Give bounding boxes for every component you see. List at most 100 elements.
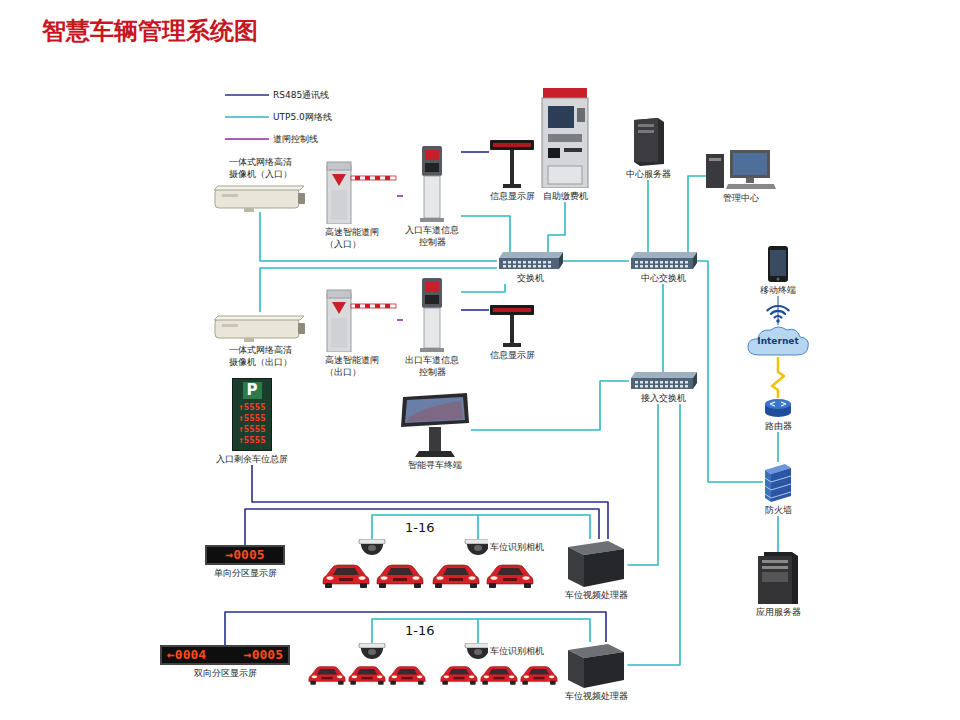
switch-icon	[629, 372, 697, 390]
icon-part	[474, 649, 482, 655]
network-line	[697, 261, 763, 482]
icon-part	[665, 261, 668, 264]
ctrl-icon	[419, 278, 445, 352]
kiosk-icon	[540, 88, 590, 188]
icon-part	[655, 265, 658, 268]
gate-icon	[325, 160, 397, 224]
network-line	[772, 357, 784, 398]
icon-part	[645, 381, 648, 384]
icon-part	[377, 565, 423, 588]
icon-part	[660, 265, 663, 268]
dome-cameras	[350, 643, 488, 661]
bay-cameras: 车位识别相机	[350, 539, 544, 557]
icon-part	[490, 140, 534, 150]
legend-sample	[225, 114, 269, 120]
device-caption: 管理中心	[723, 192, 759, 204]
icon-part	[533, 261, 536, 264]
camera-icon	[214, 182, 306, 212]
icon-part	[670, 381, 673, 384]
icon-part	[584, 652, 624, 688]
icon-part	[244, 338, 254, 342]
icon-part	[543, 265, 546, 268]
video-processor: 车位视频处理器	[565, 539, 628, 601]
parking-sign: P	[243, 382, 262, 399]
icon-part	[770, 402, 786, 406]
icon-part	[640, 385, 643, 388]
icon-part	[244, 208, 254, 212]
icon-part	[538, 265, 541, 268]
network-line	[260, 212, 497, 261]
icon-part	[441, 667, 477, 685]
network-switch: 交换机	[497, 252, 563, 284]
car-finder: 智能寻车终端	[399, 393, 471, 471]
icon-part	[559, 252, 563, 269]
icon-part	[389, 667, 425, 685]
rs485-line	[252, 465, 608, 539]
icon-part	[385, 304, 390, 308]
icon-part	[746, 178, 754, 183]
vacancy-screen: P↑5555↑5555↑5555↑5555入口剩余车位总屏	[216, 378, 288, 465]
central-switch: 中心交换机	[629, 252, 697, 284]
network-line	[777, 432, 779, 462]
icon-part	[420, 218, 444, 222]
icon-part	[660, 381, 663, 384]
led-screen: P↑5555↑5555↑5555↑5555	[232, 378, 272, 451]
icon-part	[631, 378, 693, 389]
device-caption: 车位识别相机	[490, 645, 544, 657]
icon-part	[548, 166, 582, 184]
icon-part	[332, 302, 346, 314]
icon-part	[355, 176, 360, 180]
internet-cloud: Internet	[745, 325, 811, 357]
device-caption: 入口车道信息 控制器	[403, 224, 461, 248]
rs485-line	[225, 612, 606, 645]
device-caption: 信息显示屏	[490, 349, 535, 361]
device-caption: 交换机	[517, 272, 544, 284]
icon-part	[640, 261, 643, 264]
led-count: →0005	[244, 647, 283, 663]
icon-part	[503, 343, 521, 347]
icon-part	[510, 150, 514, 184]
icon-part	[631, 252, 697, 258]
mobile-terminal: 移动终端	[760, 246, 796, 296]
icon-part	[490, 305, 534, 315]
device-caption: 双向分区显示屏	[194, 667, 257, 679]
pc-icon	[706, 148, 776, 190]
icon-part	[425, 150, 439, 160]
icon-part	[521, 667, 557, 685]
icon-part	[693, 372, 697, 389]
device-caption: 单向分区显示屏	[214, 567, 277, 579]
cloud-shape: Internet	[745, 325, 811, 357]
device-caption: 移动终端	[760, 284, 796, 296]
icon-part	[675, 381, 678, 384]
device-caption: 中心服务器	[626, 168, 671, 180]
icon-part	[467, 544, 488, 555]
icon-part	[542, 98, 588, 188]
icon-part	[640, 381, 643, 384]
icon-part	[765, 476, 791, 498]
icon-part	[499, 258, 559, 269]
icon-part	[670, 385, 673, 388]
icon-part	[706, 154, 724, 188]
device-caption: 出口车道信息 控制器	[403, 354, 461, 378]
icon-part	[375, 176, 380, 180]
rs485-line	[461, 309, 489, 311]
legend-sample	[225, 136, 269, 142]
icon-part	[665, 385, 668, 388]
led-count: ↑5555	[238, 424, 265, 435]
icon-part	[640, 265, 643, 268]
icon-part	[650, 385, 653, 388]
icon-part	[675, 265, 678, 268]
firewall-icon	[763, 462, 793, 502]
icon-part	[327, 290, 351, 298]
device-caption: 高速智能道闸 （出口）	[325, 354, 383, 378]
icon-part	[327, 162, 351, 170]
icon-part	[548, 265, 551, 268]
icon-part	[733, 153, 767, 175]
device-caption: 车位视频处理器	[565, 589, 628, 601]
gate-icon	[325, 288, 397, 352]
cloud-label: Internet	[757, 336, 798, 347]
icon-part	[777, 278, 780, 281]
icon-part	[655, 261, 658, 264]
led-screen: →0005	[205, 545, 285, 565]
barrier-gate: 高速智能道闸 （出口）	[325, 288, 397, 378]
